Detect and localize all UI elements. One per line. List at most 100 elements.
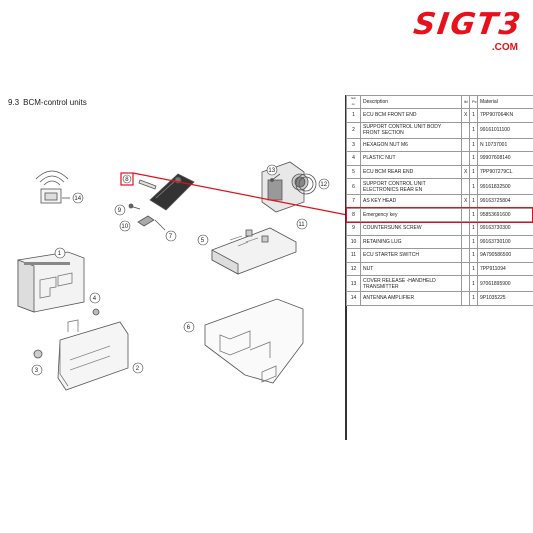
cell-material: 99163725804 xyxy=(477,194,533,209)
callout-8-highlight: 8 xyxy=(120,172,134,186)
cell-item-number: 11 xyxy=(346,248,361,263)
svg-text:10: 10 xyxy=(121,224,128,230)
cell-mark xyxy=(461,275,470,292)
cell-mark xyxy=(461,121,470,139)
cell-quantity: 1 xyxy=(469,275,478,292)
cell-quantity: 1 xyxy=(469,164,478,179)
cell-material: 9A790586500 xyxy=(477,248,533,263)
callout-labels: 1 2 3 4 5 6 7 9 10 11 12 13 14 xyxy=(31,164,330,376)
header-num: Item no. xyxy=(346,95,361,109)
cell-quantity: 1 xyxy=(469,234,478,249)
cell-description: SUPPORT CONTROL UNIT ELECTRONICS REAR EN xyxy=(360,178,462,195)
cell-item-number: 4 xyxy=(346,151,361,166)
cell-item-number: 1 xyxy=(346,108,361,123)
cell-mark xyxy=(461,234,470,249)
svg-text:1: 1 xyxy=(58,251,62,257)
cell-description: HEXAGON NUT M6 xyxy=(360,137,462,152)
cell-material: 7PP907064KN xyxy=(477,108,533,123)
cell-description: COVER RELEASE -HANDHELD TRANSMITTER xyxy=(360,275,462,292)
cell-item-number: 14 xyxy=(346,291,361,306)
cell-description: NUT xyxy=(360,261,462,276)
svg-text:2: 2 xyxy=(136,366,140,372)
svg-text:5: 5 xyxy=(201,238,205,244)
cell-item-number: 9 xyxy=(346,221,361,236)
cell-item-number: 10 xyxy=(346,234,361,249)
cell-description: ECU BCM REAR END xyxy=(360,164,462,179)
svg-text:3: 3 xyxy=(35,368,39,374)
cell-item-number: 3 xyxy=(346,137,361,152)
cell-mark: X xyxy=(461,194,470,209)
cell-material: 99163730300 xyxy=(477,221,533,236)
cell-description: AS KEY HEAD xyxy=(360,194,462,209)
svg-text:7: 7 xyxy=(169,234,173,240)
table-header: Item no. Description lbl Pc. Material xyxy=(346,95,533,109)
cell-quantity: 1 xyxy=(469,261,478,276)
svg-text:4: 4 xyxy=(93,296,97,302)
header-material: Material xyxy=(477,95,533,109)
cell-mark xyxy=(461,221,470,236)
cell-item-number: 2 xyxy=(346,121,361,139)
cell-material: 7PP911094 xyxy=(477,261,533,276)
cell-quantity: 1 xyxy=(469,291,478,306)
cell-description: PLASTIC NUT xyxy=(360,151,462,166)
header-description: Description xyxy=(360,95,462,109)
cell-material: 99163730100 xyxy=(477,234,533,249)
cell-description: SUPPORT CONTROL UNIT BODY FRONT SECTION xyxy=(360,121,462,139)
cell-quantity: 1 xyxy=(469,121,478,139)
brand-logo[interactable]: SIGT3 .COM xyxy=(362,7,524,53)
key-head-part xyxy=(149,173,195,211)
svg-text:11: 11 xyxy=(298,222,305,228)
cell-quantity: 1 xyxy=(469,137,478,152)
cell-item-number: 12 xyxy=(346,261,361,276)
svg-text:13: 13 xyxy=(268,168,275,174)
cell-quantity: 1 xyxy=(469,221,478,236)
cell-quantity: 1 xyxy=(469,194,478,209)
svg-text:12: 12 xyxy=(320,182,327,188)
cell-mark xyxy=(461,137,470,152)
cell-material: 97061895900 xyxy=(477,275,533,292)
cell-item-number: 6 xyxy=(346,178,361,195)
row-8-highlight xyxy=(346,207,533,223)
cell-mark: X xyxy=(461,164,470,179)
cell-mark xyxy=(461,261,470,276)
cell-mark xyxy=(461,291,470,306)
ecu-bcm-rear-part xyxy=(211,227,297,275)
cell-quantity: 1 xyxy=(469,248,478,263)
cell-material: N 10737001 xyxy=(477,137,533,152)
header-qty: Pc. xyxy=(469,95,478,109)
countersunk-screw-part xyxy=(128,203,141,210)
svg-text:6: 6 xyxy=(187,325,191,331)
cell-material: 9P1035225 xyxy=(477,291,533,306)
cell-item-number: 7 xyxy=(346,194,361,209)
cell-quantity: 1 xyxy=(469,178,478,195)
cell-material: 99907608140 xyxy=(477,151,533,166)
support-rear-part xyxy=(204,298,304,384)
cell-description: ECU STARTER SWITCH xyxy=(360,248,462,263)
header-mark: lbl xyxy=(461,95,470,109)
cell-mark xyxy=(461,178,470,195)
support-front-part xyxy=(57,319,129,391)
cell-description: COUNTERSUNK SCREW xyxy=(360,221,462,236)
svg-text:9: 9 xyxy=(118,208,122,214)
cell-description: ANTENNA AMPLIFIER xyxy=(360,291,462,306)
section-number: 9.3 xyxy=(8,98,20,107)
logo-domain: .COM xyxy=(491,42,518,53)
cell-item-number: 5 xyxy=(346,164,361,179)
cell-description: ECU BCM FRONT END xyxy=(360,108,462,123)
cell-material: 7PP907279CL xyxy=(477,164,533,179)
